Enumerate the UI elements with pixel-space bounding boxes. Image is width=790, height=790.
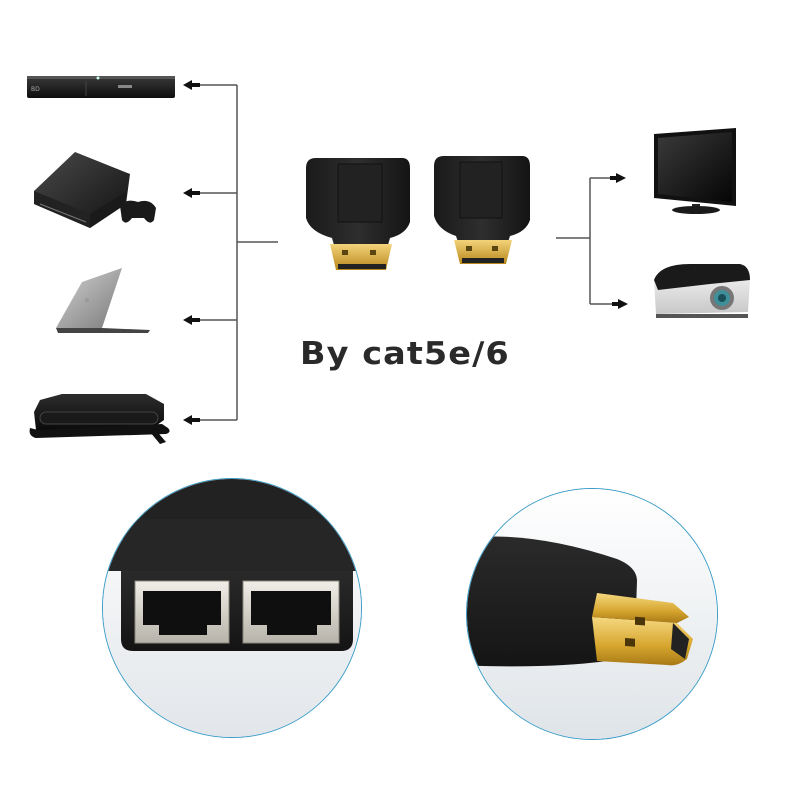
extender-pair [302,152,532,282]
extender-unit-2 [434,156,530,264]
bluray-player-icon: BD [26,72,176,102]
tv-icon [650,126,740,216]
caption-by-cat5e-6: By cat5e/6 [300,336,510,372]
rj45-port-2 [242,580,340,644]
game-console-icon [30,146,160,236]
rj45-port-1 [134,580,230,644]
laptop-icon [52,266,162,342]
rj45-ports-detail [102,478,362,738]
hdmi-plug-detail [466,488,718,740]
projector-icon [650,260,754,324]
extender-unit-1 [306,158,410,270]
svg-text:BD: BD [31,86,40,93]
set-top-box-icon [26,390,176,446]
